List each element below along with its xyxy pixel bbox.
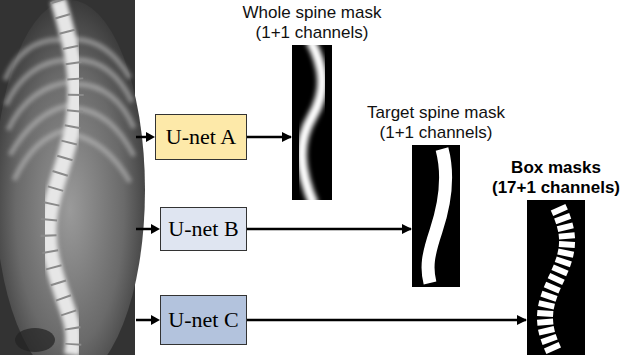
- input-arrow-line: [136, 136, 147, 139]
- mask-panel: Target spine mask(1+1 channels): [412, 145, 460, 287]
- network-label: U-net C: [168, 307, 238, 333]
- input-arrow-line: [136, 319, 152, 322]
- mask-label: (17+1 channels): [492, 178, 620, 198]
- vertebra-box: [554, 213, 571, 224]
- vertebra-box: [559, 241, 575, 248]
- vertebra-box: [551, 204, 568, 216]
- xray-gas-shadow: [15, 328, 55, 352]
- input-arrowhead: [151, 224, 160, 234]
- mask-label: Target spine mask: [367, 103, 505, 123]
- vertebra-box: [544, 342, 561, 354]
- network-label: U-net A: [166, 124, 236, 150]
- mask-image: [412, 145, 460, 287]
- network-box: U-net B: [160, 207, 247, 251]
- input-arrowhead: [151, 315, 160, 325]
- network-box: U-net C: [160, 295, 247, 345]
- input-arrowheads: [146, 132, 160, 325]
- network-box: U-net A: [155, 114, 247, 160]
- vertebra-box: [557, 223, 574, 233]
- vertebra-box: [559, 232, 575, 239]
- xray-vertebra-gaps: [49, 0, 76, 355]
- vertebra-box: [541, 334, 558, 345]
- flow-arrow: [247, 319, 526, 322]
- mask-heading: Target spine mask(1+1 channels): [367, 103, 505, 143]
- flow-arrow: [247, 228, 411, 231]
- vertebra-box: [548, 273, 565, 285]
- xray-spine: [49, 0, 76, 355]
- vertebra-box: [557, 249, 574, 258]
- vertebra-box: [537, 318, 553, 325]
- vertebra-box: [555, 256, 572, 267]
- spine-band: [302, 45, 323, 200]
- mask-panel: Box masks(17+1 channels): [527, 200, 585, 355]
- mask-image: [527, 200, 585, 355]
- vertebra-box: [551, 264, 568, 276]
- mask-label: (1+1 channels): [367, 123, 505, 143]
- flow-arrow: [247, 136, 291, 139]
- spine-band: [428, 149, 446, 283]
- mask-label: (1+1 channels): [243, 23, 382, 43]
- mask-heading: Whole spine mask(1+1 channels): [243, 3, 382, 43]
- input-arrowhead: [146, 132, 155, 142]
- mask-label: Whole spine mask: [243, 3, 382, 23]
- mask-image: [292, 45, 332, 200]
- mask-label: Box masks: [492, 158, 620, 178]
- mask-heading: Box masks(17+1 channels): [492, 158, 620, 198]
- network-label: U-net B: [168, 216, 238, 242]
- input-arrow-line: [136, 228, 152, 231]
- vertebra-box: [540, 291, 557, 302]
- vertebra-box: [538, 300, 555, 309]
- vertebra-box: [537, 310, 553, 317]
- vertebra-box: [538, 326, 555, 335]
- vertebra-box: [544, 282, 561, 294]
- mask-panel: Whole spine mask(1+1 channels): [292, 45, 332, 200]
- input-arrows: [136, 137, 152, 320]
- xray-body: [0, 0, 145, 355]
